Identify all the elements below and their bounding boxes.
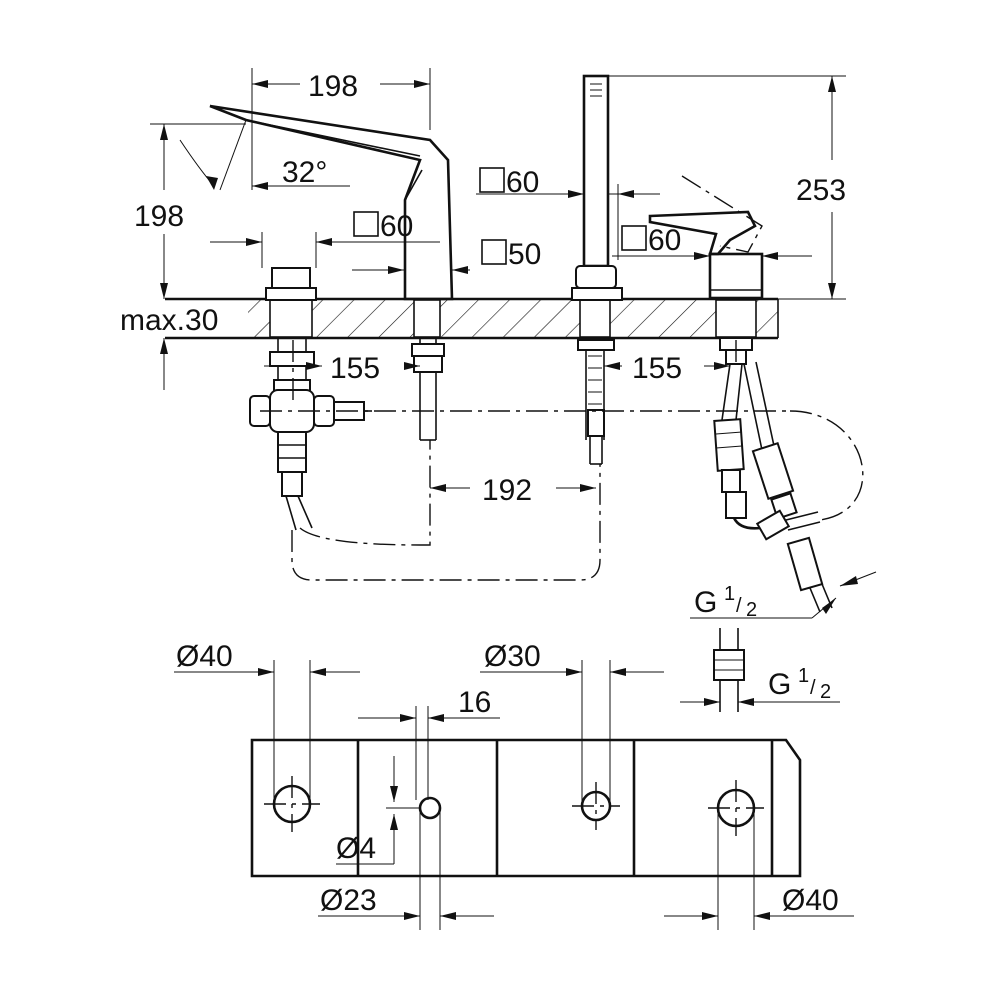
label-square-handle: 60 [648, 224, 681, 257]
dimension-lines [150, 68, 877, 706]
label-square-small: 50 [508, 238, 541, 271]
label-spout-height: 198 [134, 200, 184, 233]
label-spout-hole: Ø23 [320, 884, 377, 917]
square-symbol [621, 225, 647, 251]
label-thread-hose-slash: / [736, 595, 742, 617]
connector-detail [713, 628, 745, 712]
right-hoses [713, 361, 833, 613]
label-thread-hose-num: 1 [724, 583, 735, 605]
label-spout-reach: 198 [308, 70, 358, 103]
label-hole-right: Ø40 [782, 884, 839, 917]
hand-shower [571, 74, 623, 465]
label-thread-hose-den: 2 [746, 599, 757, 621]
label-hole-mid: Ø30 [484, 640, 541, 673]
label-deck-thickness: max.30 [120, 304, 218, 337]
label-square-shower: 60 [506, 166, 539, 199]
label-square-spout: 60 [380, 210, 413, 243]
label-spacing-right: 155 [632, 352, 682, 385]
label-spout-angle: 32° [282, 156, 327, 189]
label-handle-height: 253 [796, 174, 846, 207]
label-thread-conn-den: 2 [820, 681, 831, 703]
square-symbol [481, 239, 507, 265]
label-pin-hole: Ø4 [336, 832, 376, 865]
label-spacing-left: 155 [330, 352, 380, 385]
label-thread-conn-num: 1 [798, 665, 809, 687]
label-thread-conn: G [768, 668, 791, 701]
labels: 198 198 32° 60 60 50 60 max.30 155 155 1… [120, 70, 846, 917]
hole-spout [418, 796, 442, 820]
square-symbol [353, 211, 379, 237]
spout-pipe [411, 338, 445, 441]
label-hole-left: Ø40 [176, 640, 233, 673]
label-thread-conn-slash: / [810, 677, 816, 699]
deck-section [165, 297, 779, 340]
label-thread-hose: G [694, 586, 717, 619]
connection-lines [260, 340, 864, 581]
label-hole-spacing: 192 [482, 474, 532, 507]
square-symbols [353, 167, 647, 265]
square-symbol [479, 167, 505, 193]
label-pin-offset: 16 [458, 686, 491, 719]
plan-view [174, 660, 854, 930]
spout-outline [209, 104, 454, 301]
